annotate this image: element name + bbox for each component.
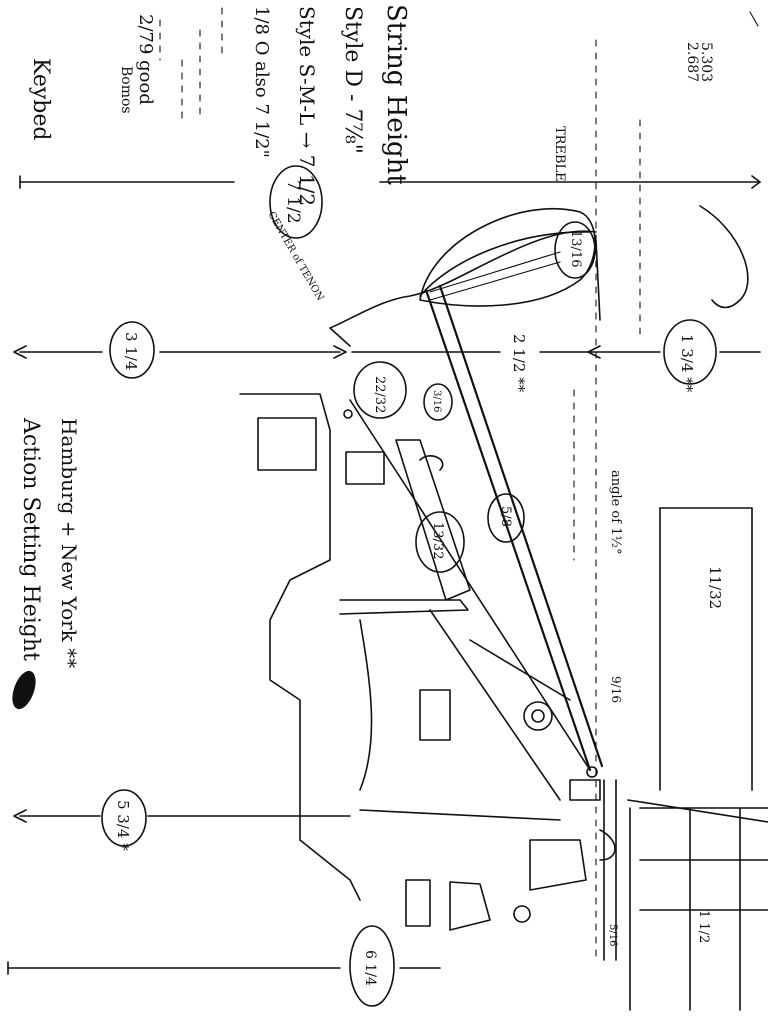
dashed-guides	[573, 39, 641, 961]
key-frame	[603, 507, 768, 1011]
date-note: 2/79 good	[135, 14, 156, 105]
dimension-lines	[7, 175, 761, 975]
style-d-note: Style D - 7⅞"	[340, 6, 365, 154]
bomos-note: Bomos	[118, 66, 134, 114]
ink-smudge	[12, 670, 36, 710]
dim-13-32: 13/32	[430, 522, 445, 559]
dim-7-half: 7 1/2	[283, 180, 303, 224]
keybed-label: Keybed	[28, 58, 53, 140]
title-string-height: String Height	[381, 4, 411, 185]
dim-5-8: 5/8	[498, 506, 513, 527]
angle-label: angle of 1½°	[608, 470, 623, 555]
dim-22-32: 22/32	[372, 376, 387, 413]
style-sml-note: Style S-M-L → 7 1/2	[295, 6, 319, 206]
dim-1-3-4: 1 3/4 **	[678, 334, 696, 393]
dim-1-half: 1 1/2	[696, 910, 711, 943]
faint-marks	[159, 7, 759, 121]
action-parts	[239, 393, 616, 931]
style-o-note: 1/8 O also 7 1/2"	[251, 6, 272, 158]
action-setting-label: Action Setting Height	[18, 417, 43, 661]
dim-3-1-4: 3 1/4	[122, 332, 140, 370]
hammer-assembly	[329, 205, 749, 772]
dim-13-16: 13/16	[568, 230, 583, 267]
dim-5-16: 5/16	[607, 924, 618, 946]
dim-9-16: 9/16	[609, 676, 623, 703]
hamburg-label: Hamburg + New York **	[57, 418, 81, 668]
dim-2-half: 2 1/2 **	[510, 334, 528, 393]
dim-5-3-4: 5 3/4 *	[114, 800, 132, 851]
corner-code-1: 5.303	[698, 42, 714, 82]
corner-code-2: 2.687	[684, 42, 700, 82]
dim-11-32: 11/32	[706, 566, 724, 609]
dim-6-1-4: 6 1/4	[362, 950, 378, 986]
dim-3-16: 3/16	[431, 390, 442, 412]
treble-label: TREBLE	[552, 126, 567, 182]
circled-dimensions: 7 1/2 13/16 3 1/4 1 3/4 ** 2 1/2 ** 22/3…	[101, 165, 724, 1007]
